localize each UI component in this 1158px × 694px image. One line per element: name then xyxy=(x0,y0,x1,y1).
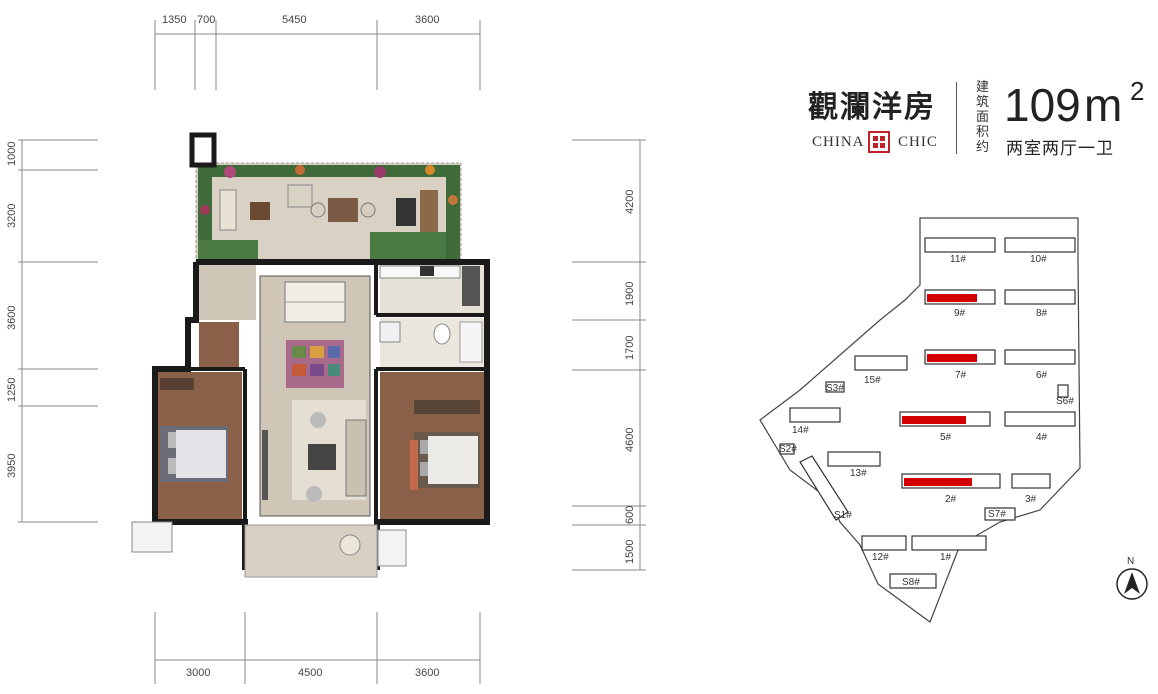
label-11: 11# xyxy=(950,254,966,265)
label-s3: S3# xyxy=(826,383,844,394)
dim-bottom-1: 3000 xyxy=(186,667,210,679)
label-12: 12# xyxy=(872,552,889,563)
building-10 xyxy=(1004,237,1076,253)
building-13 xyxy=(827,451,881,467)
label-2: 2# xyxy=(945,494,957,505)
building-s6 xyxy=(1057,384,1069,398)
balcony-chair xyxy=(339,534,361,556)
label-7: 7# xyxy=(955,370,967,381)
dimension-left xyxy=(18,139,98,523)
highlight-building-5 xyxy=(902,416,966,424)
site-buildings xyxy=(779,237,1076,589)
storage-floor xyxy=(199,322,239,368)
brand-divider xyxy=(956,82,957,154)
second-bedroom-furniture xyxy=(160,378,228,482)
building-s2 xyxy=(779,443,795,455)
label-1: 1# xyxy=(940,552,952,563)
label-6: 6# xyxy=(1036,370,1048,381)
label-s8: S8# xyxy=(902,577,920,588)
living-rug xyxy=(286,340,344,388)
dim-bottom-2: 4500 xyxy=(298,667,322,679)
unit-layout: 两室两厅一卫 xyxy=(1006,139,1114,159)
label-s2: S2# xyxy=(779,444,797,455)
building-6 xyxy=(1004,349,1076,365)
highlighted-buildings xyxy=(902,294,977,486)
north-compass-icon xyxy=(1116,568,1148,600)
label-10: 10# xyxy=(1030,254,1047,265)
dim-right-1: 4200 xyxy=(624,190,636,214)
brand-name-en-right: CHIC xyxy=(898,134,938,150)
label-s1: S1# xyxy=(834,510,852,521)
dimension-bottom xyxy=(154,612,481,684)
label-s7: S7# xyxy=(988,509,1006,520)
area-unit-power: 2 xyxy=(1130,76,1145,106)
building-s8 xyxy=(889,573,937,589)
dim-top-2: 700 xyxy=(197,14,215,26)
label-s6: S6# xyxy=(1056,396,1074,407)
dim-top-3: 5450 xyxy=(282,14,306,26)
brand-name-cn: 觀瀾洋房 xyxy=(808,90,936,125)
building-15 xyxy=(854,355,908,371)
label-9: 9# xyxy=(954,308,966,319)
kitchen-fixtures xyxy=(379,265,480,306)
dim-left-4: 1250 xyxy=(6,378,18,402)
dim-top-1: 1350 xyxy=(162,14,186,26)
brand-name-en-left: CHINA xyxy=(812,134,865,150)
highlight-building-2 xyxy=(904,478,972,486)
dimension-top xyxy=(154,20,481,90)
living-room-furniture xyxy=(262,400,367,502)
dim-bottom-3: 3600 xyxy=(415,667,439,679)
building-14 xyxy=(789,407,841,423)
dim-top-4: 3600 xyxy=(415,14,439,26)
dim-right-3: 1700 xyxy=(624,336,636,360)
building-s7 xyxy=(984,507,1016,521)
building-3 xyxy=(1011,473,1051,489)
dim-right-5: 600 xyxy=(624,506,636,524)
ac-platform-right xyxy=(377,529,407,567)
label-8: 8# xyxy=(1036,308,1048,319)
interior-walls xyxy=(155,262,487,522)
ac-platform-left xyxy=(131,521,173,553)
entry-floor xyxy=(199,265,256,320)
dim-left-3: 3600 xyxy=(6,306,18,330)
building-s3 xyxy=(825,381,845,393)
building-12 xyxy=(861,535,907,551)
master-bedroom-furniture xyxy=(410,400,480,490)
label-3: 3# xyxy=(1025,494,1037,505)
brand-seal-icon xyxy=(868,131,890,153)
dim-right-4: 4600 xyxy=(624,428,636,452)
area-label: 建筑面积约 xyxy=(976,80,990,155)
label-13: 13# xyxy=(850,468,867,479)
building-1 xyxy=(911,535,987,551)
label-15: 15# xyxy=(864,375,881,386)
highlight-building-7 xyxy=(927,354,977,362)
label-5: 5# xyxy=(940,432,952,443)
dim-right-6: 1500 xyxy=(624,540,636,564)
area-unit: m xyxy=(1084,79,1123,131)
area-value: 109 xyxy=(1004,79,1081,131)
compass-label: N xyxy=(1127,556,1134,567)
dim-left-2: 3200 xyxy=(6,204,18,228)
label-4: 4# xyxy=(1036,432,1048,443)
air-shaft xyxy=(189,132,217,168)
building-8 xyxy=(1004,289,1076,305)
brand-header: 觀瀾洋房 CHINA CHIC 建筑面积约 109 m 2 两室两厅一卫 xyxy=(808,76,1158,170)
building-s1 xyxy=(799,455,849,521)
floor-plan: 1350 700 5450 3600 3000 4500 3600 1000 3… xyxy=(6,14,646,684)
dim-right-2: 1900 xyxy=(624,282,636,306)
building-11 xyxy=(924,237,996,253)
dimension-right xyxy=(572,139,646,571)
building-4 xyxy=(1004,411,1076,427)
dim-left-5: 3950 xyxy=(6,454,18,478)
label-14: 14# xyxy=(792,425,809,436)
dining-set xyxy=(284,281,346,323)
highlight-building-9 xyxy=(927,294,977,302)
bathroom-fixtures xyxy=(379,321,483,363)
dim-left-1: 1000 xyxy=(6,142,18,166)
